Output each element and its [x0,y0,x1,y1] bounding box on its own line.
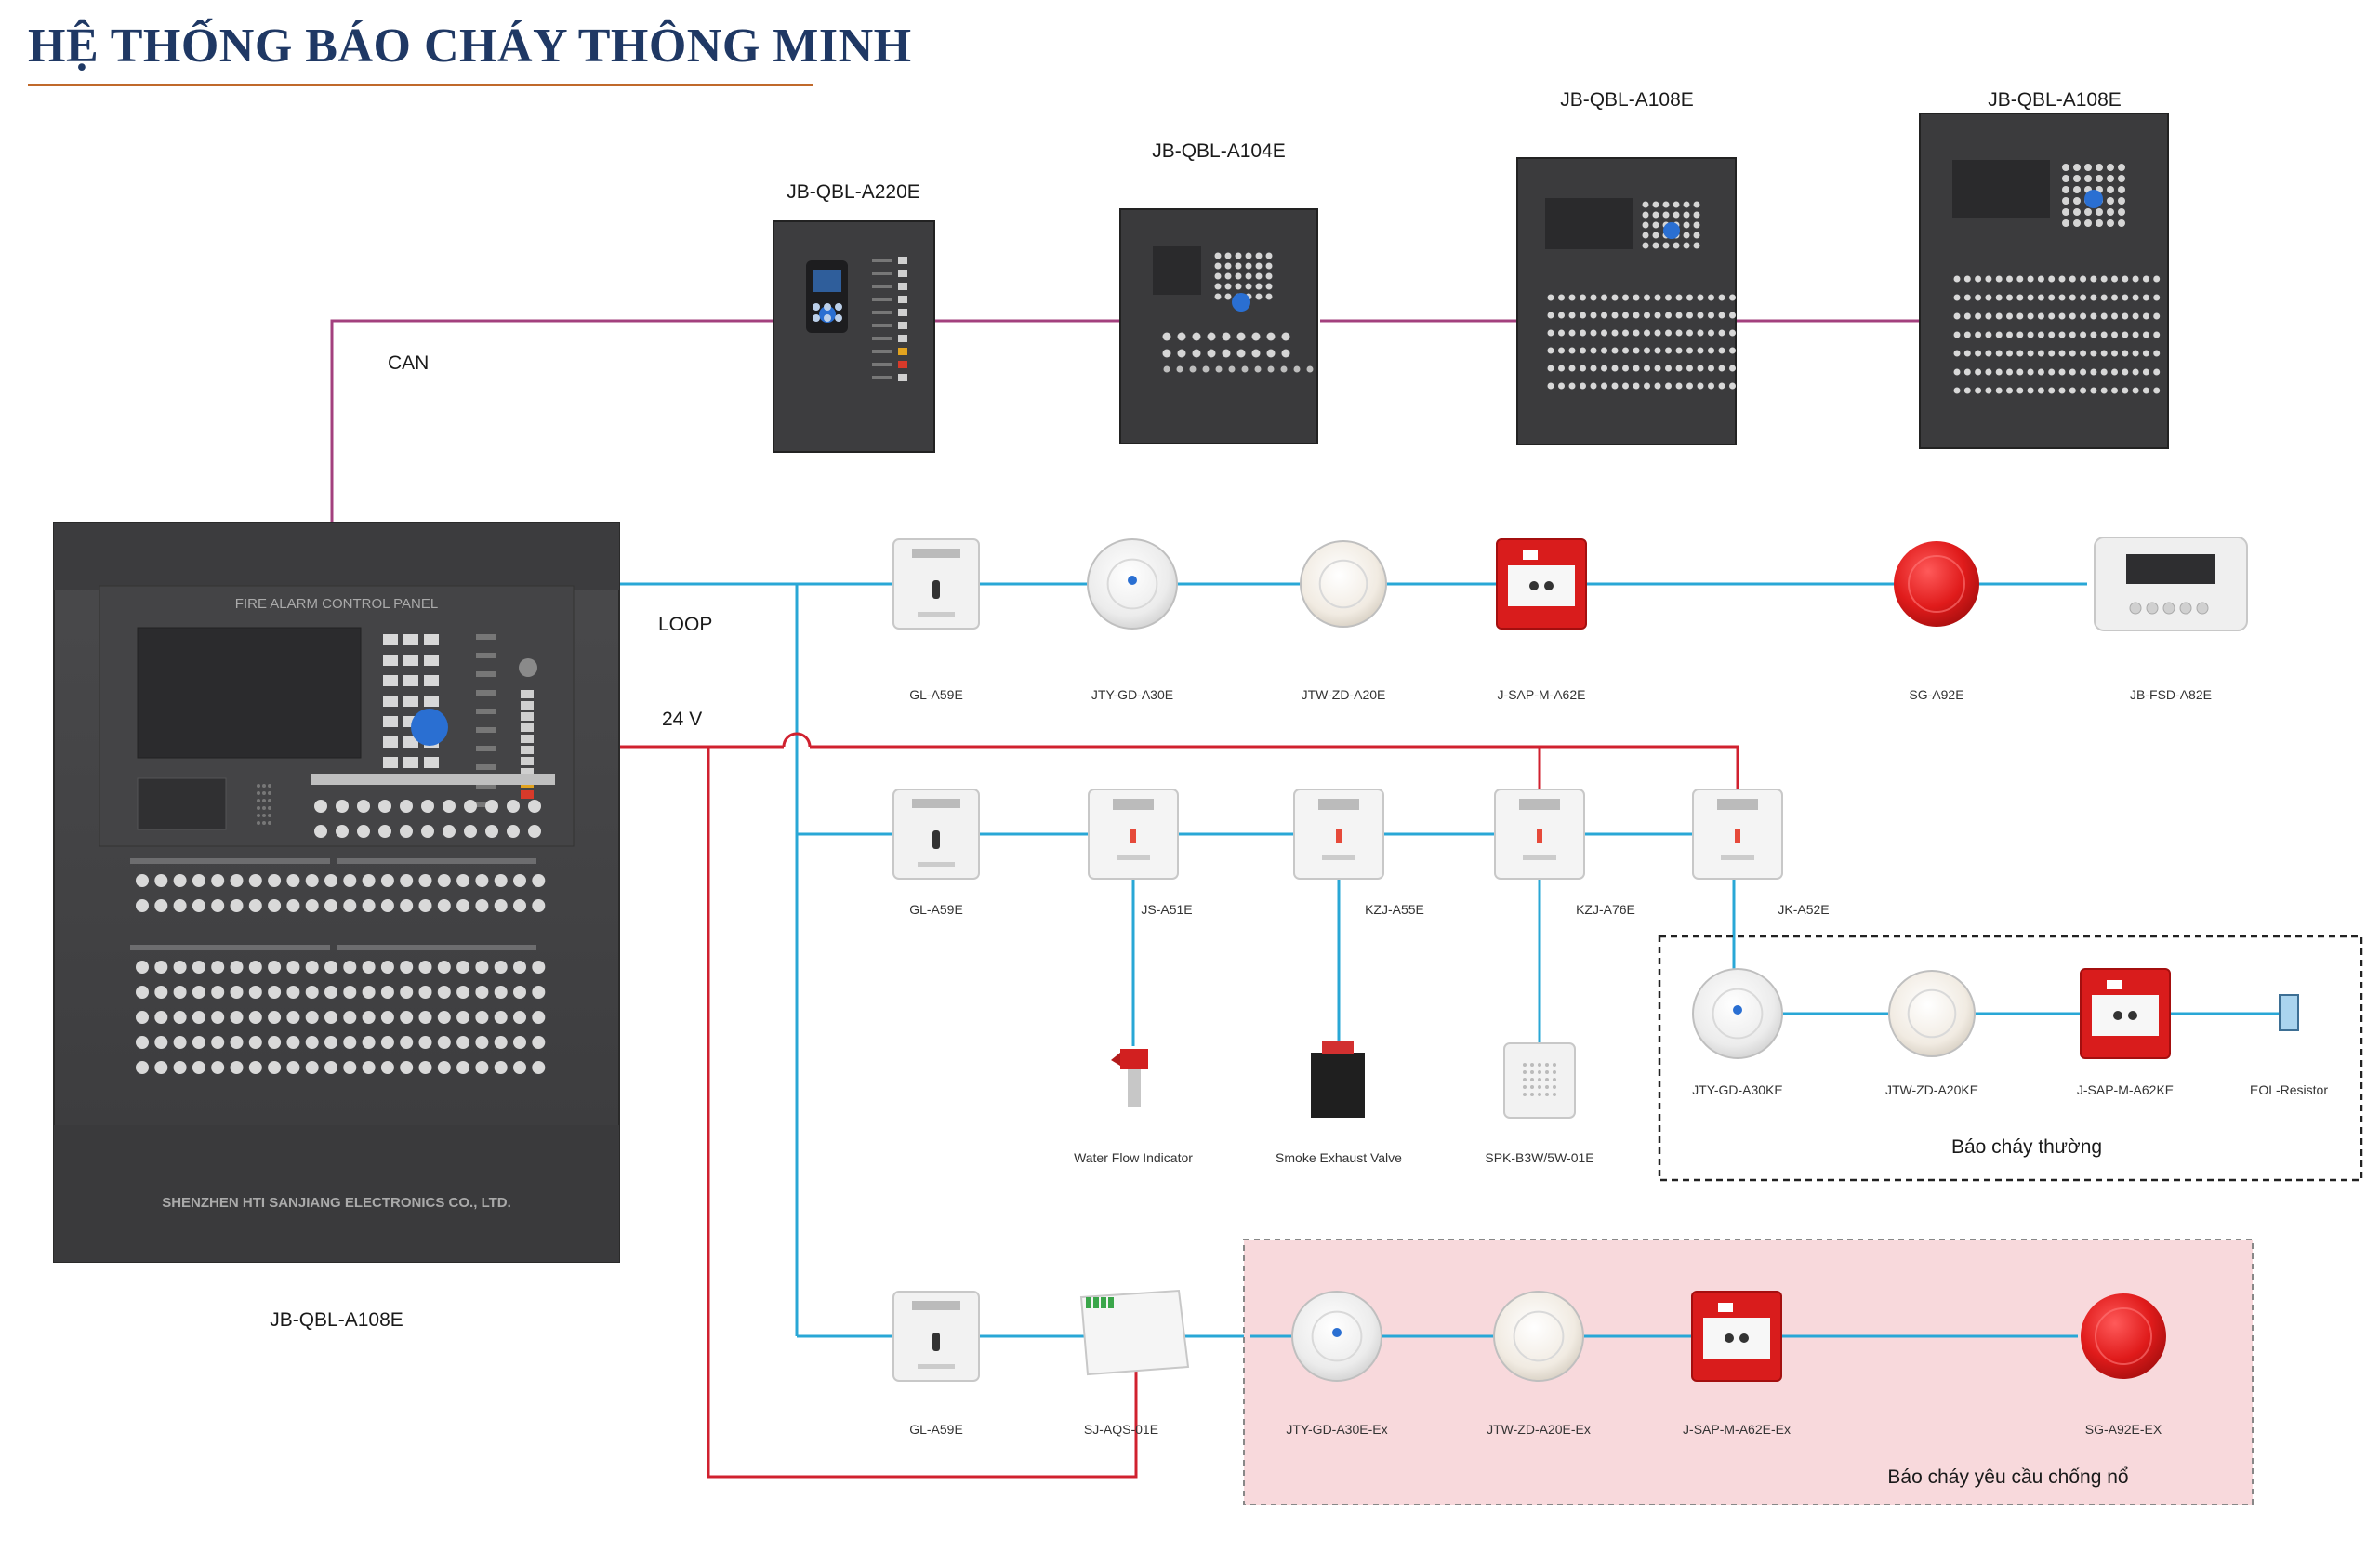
io-module-icon [1293,789,1384,880]
can-panel-model: JB-QBL-A108E [1560,89,1694,111]
can-panel-a108e-1 [1516,157,1737,445]
device-label: JTW-ZD-A20E [1302,687,1386,702]
device-label: KZJ-A76E [1576,902,1635,917]
device-label: GL-A59E [909,902,963,917]
speaker-icon [1503,1042,1576,1119]
field-device-label: SPK-B3W/5W-01E [1485,1150,1593,1165]
smoke-exhaust-valve-icon [1311,1041,1365,1118]
input-module-icon [1088,789,1179,880]
heat-detector-icon [1300,540,1387,628]
smoke-detector-icon [1692,968,1783,1059]
smoke-detector-icon [1087,538,1178,630]
panel-header-text: FIRE ALARM CONTROL PANEL [235,596,438,612]
panel-zone-buttons [130,858,546,1074]
can-panel-a108e-2 [1919,113,2169,449]
input-module-icon [1692,789,1783,880]
can-bus-label: CAN [388,352,429,374]
power-wire [810,745,1739,795]
device-label: JTW-ZD-A20E-Ex [1487,1422,1591,1437]
can-panel-model: JB-QBL-A220E [787,181,920,203]
device-label: EOL-Resistor [2250,1082,2328,1097]
heat-detector-icon [1493,1291,1584,1382]
can-wire [330,319,774,525]
device-label: SG-A92E-EX [2085,1422,2162,1437]
panel-keypad [257,634,555,838]
panel-lcd-screen [137,627,362,759]
power-24v-label: 24 V [662,709,702,730]
can-bus [330,319,1923,525]
isolator-icon [892,538,980,630]
device-label: J-SAP-M-A62E [1498,687,1586,702]
title-underline [28,84,813,86]
sounder-icon [2081,1293,2166,1379]
isolator-icon [892,789,980,880]
device-label: SG-A92E [1909,687,1964,702]
safety-barrier-icon [1079,1289,1190,1376]
conventional-group-box [1658,935,2363,1182]
device-label: JS-A51E [1141,902,1192,917]
device-label: JB-FSD-A82E [2130,687,2212,702]
device-label: J-SAP-M-A62KE [2077,1082,2174,1097]
device-label: J-SAP-M-A62E-Ex [1683,1422,1791,1437]
loop-bus [618,582,2287,1338]
device-label: GL-A59E [909,1422,963,1437]
field-device-label: Water Flow Indicator [1074,1150,1193,1165]
device-label: SJ-AQS-01E [1084,1422,1158,1437]
field-device-label: Smoke Exhaust Valve [1276,1150,1402,1165]
page-title: HỆ THỐNG BÁO CHÁY THÔNG MINH [28,20,912,73]
loop-bus-label: LOOP [658,614,712,635]
main-control-panel: FIRE ALARM CONTROL PANEL SHENZHEN HTI SA… [53,522,620,1263]
io-module-icon [1494,789,1585,880]
panel-maker-text: SHENZHEN HTI SANJIANG ELECTRONICS CO., L… [162,1195,511,1211]
isolator-icon [892,1291,980,1382]
manual-call-point-icon [1496,538,1587,630]
can-panel-model: JB-QBL-A108E [1988,89,2122,111]
device-label: KZJ-A55E [1365,902,1424,917]
device-label: JK-A52E [1778,902,1829,917]
power-wire-crossover [782,732,812,748]
sounder-icon [1894,541,1979,627]
power-wire [707,747,1138,1479]
device-label: GL-A59E [909,687,963,702]
power-24v-bus [618,732,1739,1479]
manual-call-point-icon [1691,1291,1782,1382]
explosion-proof-caption: Báo cháy yêu cầu chống nổ [1887,1466,2128,1488]
manual-call-point-icon [2080,968,2171,1059]
heat-detector-icon [1888,970,1976,1057]
resistor-icon [2279,994,2299,1031]
can-panel-a220e [773,220,935,453]
can-panel-a104e [1119,208,1318,444]
device-label: JTY-GD-A30KE [1692,1082,1783,1097]
device-label: JTW-ZD-A20KE [1885,1082,1978,1097]
water-flow-indicator-icon [1111,1049,1148,1107]
main-panel-model: JB-QBL-A108E [270,1309,403,1331]
device-label: JTY-GD-A30E-Ex [1286,1422,1387,1437]
can-panel-model: JB-QBL-A104E [1152,140,1286,162]
panel-printer [137,777,227,830]
conventional-caption: Báo cháy thường [1951,1136,2102,1158]
smoke-detector-icon [1291,1291,1382,1382]
device-label: JTY-GD-A30E [1091,687,1173,702]
floor-display-icon [2094,537,2248,631]
